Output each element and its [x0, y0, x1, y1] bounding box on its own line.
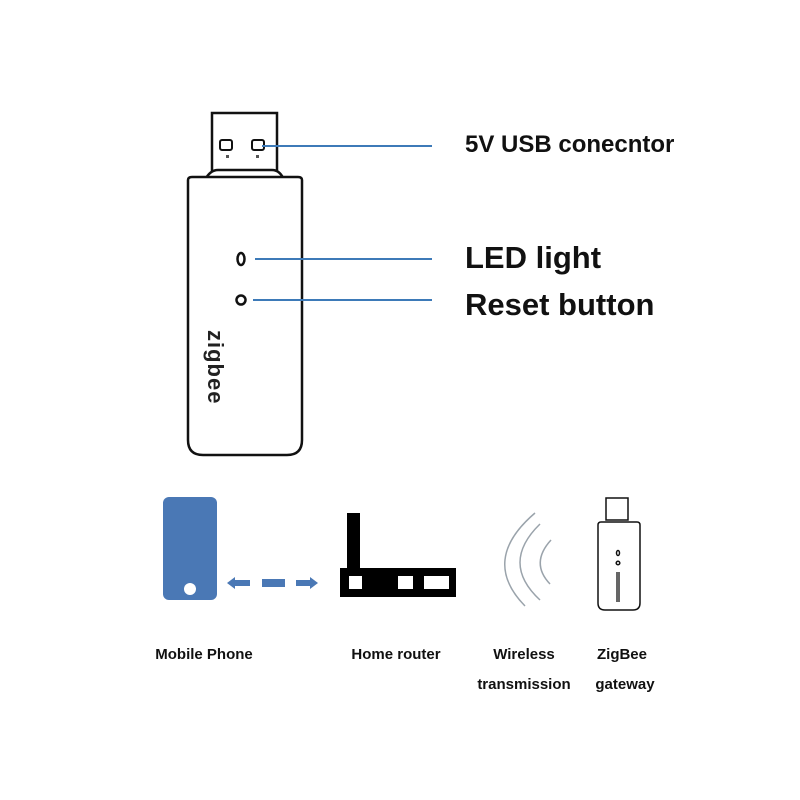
- reset-button-label: Reset button: [465, 287, 655, 322]
- wireless-label: Wireless: [493, 646, 555, 663]
- zigbee-label: ZigBee: [596, 646, 647, 663]
- zigbee-logo: zigbee: [203, 330, 228, 405]
- mobile-phone-icon: [163, 497, 217, 600]
- zigbee-gateway-small-icon: [597, 497, 641, 611]
- transmission-label: transmission: [477, 676, 571, 693]
- home-router-label: Home router: [351, 646, 441, 663]
- mobile-phone-label: Mobile Phone: [155, 646, 253, 663]
- wireless-waves-icon: [504, 512, 552, 607]
- callout-lines: [253, 145, 432, 301]
- usb-connector-label: 5V USB conecntor: [465, 131, 675, 158]
- gateway-label: gateway: [595, 676, 655, 693]
- dongle-body: [186, 175, 304, 457]
- led-light-icon: [236, 251, 246, 267]
- reset-button-icon: [235, 294, 247, 306]
- usb-contact-left: [219, 139, 233, 151]
- led-light-label: LED light: [465, 240, 602, 275]
- bidirectional-arrow-icon: [227, 577, 318, 589]
- small-zigbee-logo: [616, 572, 620, 602]
- usb-dongle: [186, 111, 304, 457]
- router-icon: [340, 513, 456, 597]
